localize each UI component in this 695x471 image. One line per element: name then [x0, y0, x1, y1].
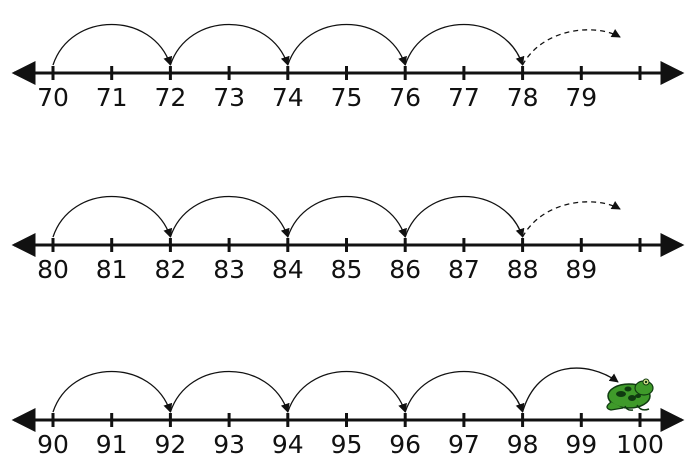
- hop-arrow: [169, 370, 290, 413]
- hop-arrow: [169, 195, 290, 238]
- tick-label: 70: [37, 83, 69, 112]
- tick-label: 87: [448, 255, 480, 284]
- tick-label: 76: [389, 83, 421, 112]
- number-line-3: 90 91 92 93 94 95 96 97 98 99 100: [11, 367, 685, 459]
- hop-arrow: [287, 195, 407, 238]
- hop-arrow: [287, 370, 407, 413]
- tick-label: 73: [213, 83, 245, 112]
- tick-label: 100: [616, 430, 664, 459]
- hop-arrow: [52, 195, 173, 238]
- hop-arrow: [404, 195, 525, 238]
- hop-arrow: [52, 370, 173, 413]
- number-line-1: 70 71 72 73 74 75 76 77 78 79: [11, 23, 685, 112]
- tick-label: 72: [154, 83, 186, 112]
- hop-arrow: [52, 23, 173, 66]
- tick-label: 93: [213, 430, 245, 459]
- tick-label: 92: [154, 430, 186, 459]
- tick-label: 90: [37, 430, 69, 459]
- tick-label: 74: [272, 83, 304, 112]
- hop-arrow: [169, 23, 290, 66]
- tick-label: 84: [272, 255, 304, 284]
- tick-label: 97: [448, 430, 480, 459]
- tick-label: 88: [507, 255, 539, 284]
- tick-label: 77: [448, 83, 480, 112]
- hop-arrow: [522, 201, 621, 238]
- tick-label: 79: [565, 83, 597, 112]
- tick-label: 85: [331, 255, 363, 284]
- tick-label: 99: [565, 430, 597, 459]
- tick-label: 91: [96, 430, 128, 459]
- tick-label: 82: [154, 255, 186, 284]
- hop-arrow: [404, 370, 525, 413]
- hop-arrow: [522, 29, 621, 66]
- tick-label: 95: [331, 430, 363, 459]
- tick-label: 81: [96, 255, 128, 284]
- tick-label: 80: [37, 255, 69, 284]
- tick-label: 78: [507, 83, 539, 112]
- tick-label: 96: [389, 430, 421, 459]
- hop-arrow: [521, 367, 619, 413]
- hop-arrow: [287, 23, 407, 66]
- tick-label: 94: [272, 430, 304, 459]
- tick-label: 75: [331, 83, 363, 112]
- tick-label: 86: [389, 255, 421, 284]
- tick-label: 89: [565, 255, 597, 284]
- number-line-2: 80 81 82 83 84 85 86 87 88 89: [11, 195, 685, 284]
- tick-label: 98: [507, 430, 539, 459]
- tick-label: 71: [96, 83, 128, 112]
- frog-icon: [606, 378, 654, 411]
- tick-label: 83: [213, 255, 245, 284]
- hop-arrow: [404, 23, 525, 66]
- number-lines: 70 71 72 73 74 75 76 77 78 79 80 81 82 83 84 85 86 87 88 89…: [11, 23, 685, 459]
